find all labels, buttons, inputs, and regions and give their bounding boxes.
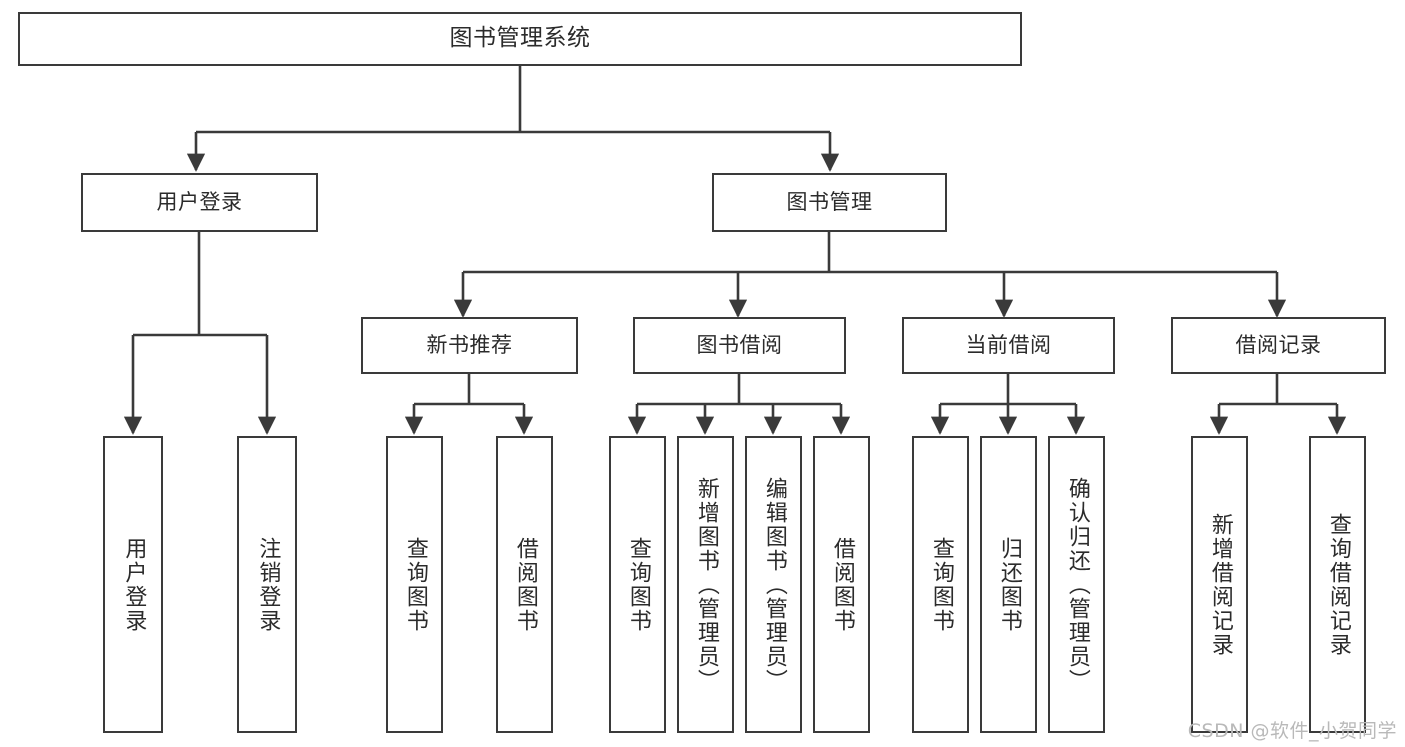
leaf-return-book[interactable]: 归还图书 [980, 436, 1037, 733]
leaf-confirm-return[interactable]: 确认归还（管理员） [1048, 436, 1105, 733]
leaf-user-login[interactable]: 用户登录 [103, 436, 163, 733]
node-label: 确认归还（管理员） [1064, 476, 1090, 693]
node-label: 注销登录 [255, 536, 281, 633]
node-label: 查询图书 [402, 536, 428, 633]
node-book-management[interactable]: 图书管理 [712, 173, 947, 232]
node-label: 查询图书 [625, 536, 651, 633]
leaf-query-borrow-record[interactable]: 查询借阅记录 [1309, 436, 1366, 733]
leaf-borrow-book-recommend[interactable]: 借阅图书 [496, 436, 553, 733]
leaf-add-borrow-record[interactable]: 新增借阅记录 [1191, 436, 1248, 733]
leaf-borrow-book[interactable]: 借阅图书 [813, 436, 870, 733]
leaf-user-logout[interactable]: 注销登录 [237, 436, 297, 733]
node-new-book-recommend[interactable]: 新书推荐 [361, 317, 578, 374]
node-label: 编辑图书（管理员） [761, 476, 787, 693]
node-label: 借阅图书 [829, 536, 855, 633]
node-label: 查询图书 [928, 536, 954, 633]
node-current-borrow[interactable]: 当前借阅 [902, 317, 1115, 374]
leaf-query-book-current[interactable]: 查询图书 [912, 436, 969, 733]
node-label: 新书推荐 [426, 332, 513, 357]
node-label: 用户登录 [121, 536, 147, 633]
node-label: 借阅图书 [512, 536, 538, 633]
node-label: 归还图书 [996, 536, 1022, 633]
leaf-add-book[interactable]: 新增图书（管理员） [677, 436, 734, 733]
node-label: 图书借阅 [696, 332, 783, 357]
node-borrow-record[interactable]: 借阅记录 [1171, 317, 1386, 374]
csdn-watermark: CSDN @软件_小贺同学 [1187, 720, 1397, 742]
node-label: 新增图书（管理员） [693, 476, 719, 693]
leaf-edit-book[interactable]: 编辑图书（管理员） [745, 436, 802, 733]
node-label: 新增借阅记录 [1207, 512, 1233, 657]
node-label: 借阅记录 [1235, 332, 1322, 357]
node-label: 查询借阅记录 [1325, 512, 1351, 657]
node-user-login[interactable]: 用户登录 [81, 173, 318, 232]
node-label: 图书管理 [786, 189, 873, 214]
leaf-query-book-recommend[interactable]: 查询图书 [386, 436, 443, 733]
leaf-query-book-borrow[interactable]: 查询图书 [609, 436, 666, 733]
node-label: 用户登录 [156, 189, 243, 214]
node-label: 图书管理系统 [449, 25, 591, 52]
node-label: 当前借阅 [965, 332, 1052, 357]
node-root-system[interactable]: 图书管理系统 [18, 12, 1022, 66]
node-book-borrow[interactable]: 图书借阅 [633, 317, 846, 374]
